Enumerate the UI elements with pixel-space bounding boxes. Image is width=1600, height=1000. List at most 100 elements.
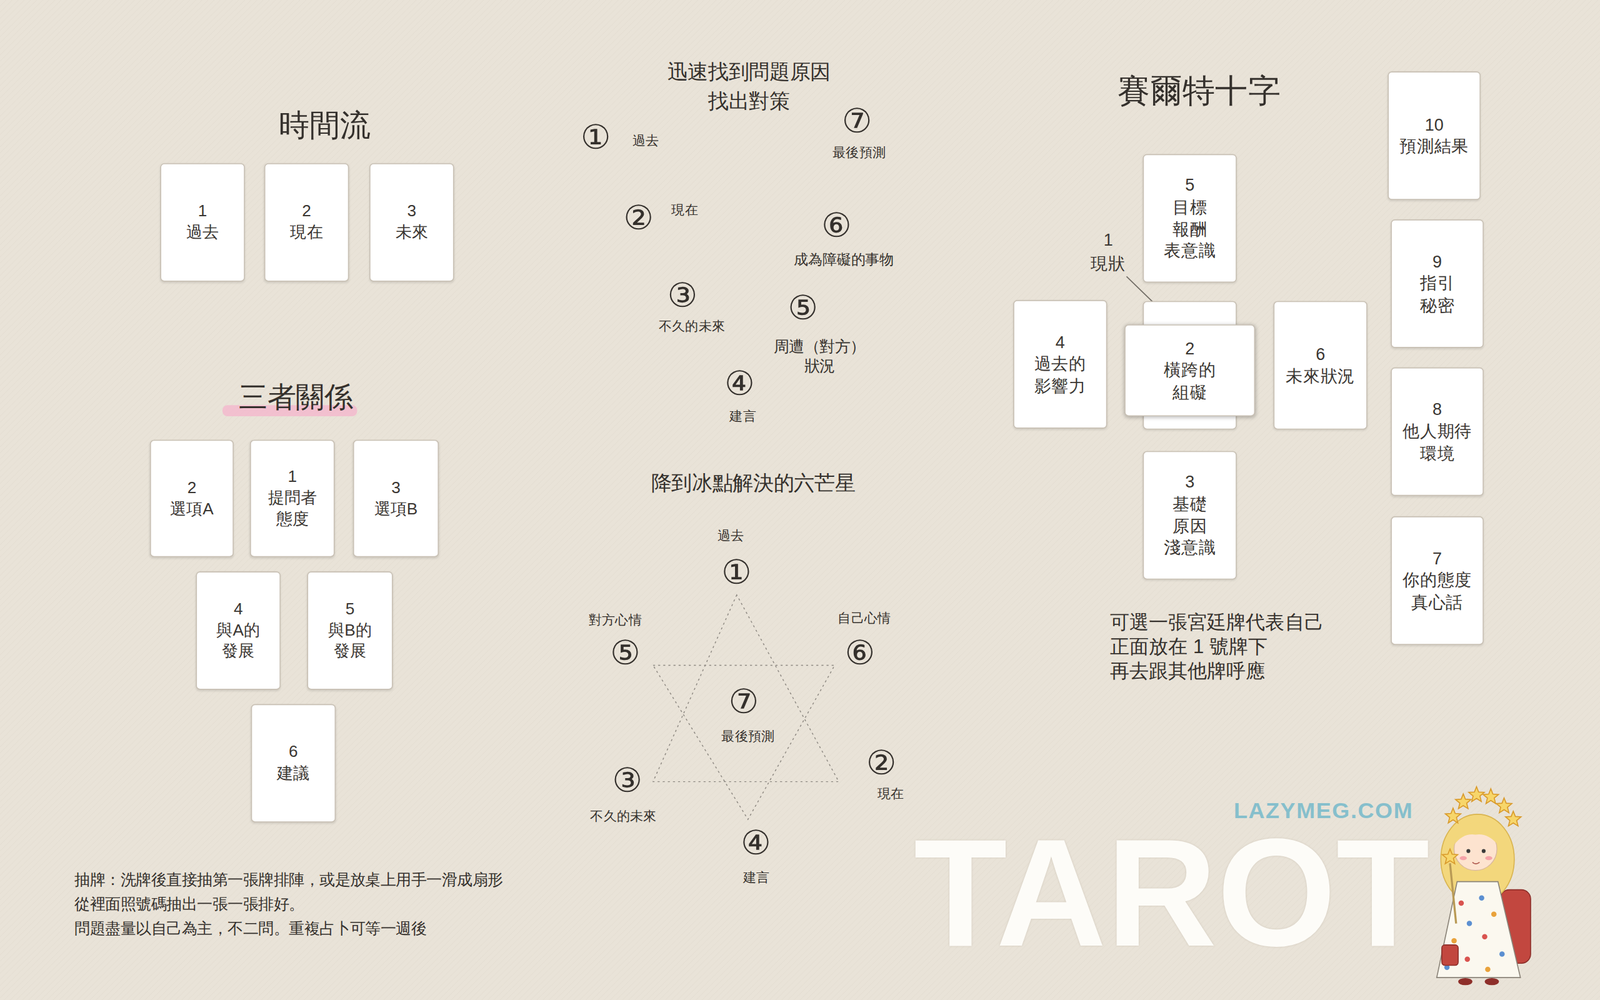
position-label: 自己心情	[837, 610, 891, 628]
decoration	[1445, 808, 1461, 824]
tarot-card: 2橫跨的 組礙	[1124, 324, 1255, 417]
hexagram-line	[653, 665, 835, 820]
card-meaning: 未來	[378, 222, 446, 244]
position-number: ⑥	[845, 631, 875, 675]
card-number: 1	[198, 201, 208, 223]
decoration	[1485, 966, 1490, 972]
decoration	[1458, 978, 1473, 985]
tarot-card: 9指引 秘密	[1390, 219, 1484, 349]
tarot-card: 2選項A	[150, 440, 234, 558]
tarot-card: 4過去的 影響力	[1013, 300, 1107, 429]
decoration	[1485, 856, 1492, 861]
card-number: 4	[233, 598, 244, 620]
tarot-card: 3選項B	[353, 440, 439, 558]
position-number: ⑦	[728, 680, 759, 724]
card-meaning: 預測結果	[1399, 135, 1470, 158]
card-meaning: 建議	[259, 763, 327, 785]
card-meaning: 現在	[272, 222, 340, 244]
decoration	[1436, 881, 1521, 978]
decoration	[1472, 862, 1480, 864]
card-number: 8	[1432, 398, 1442, 421]
card-meaning: 你的態度 真心話	[1402, 569, 1473, 614]
card-number: 2	[187, 477, 197, 499]
section-title: 時間流	[278, 104, 371, 145]
decoration	[1458, 900, 1464, 906]
decoration	[1454, 822, 1499, 845]
decoration	[1465, 956, 1470, 962]
position-number: ①	[580, 115, 611, 160]
tarot-card: 5目標 報酬 表意識	[1143, 154, 1237, 284]
card-number: 10	[1425, 113, 1444, 136]
position-label: 最後預測	[832, 144, 886, 162]
card-number: 5	[345, 598, 355, 620]
tarot-card: 7你的態度 真心話	[1390, 516, 1484, 645]
tarot-card: 6建議	[251, 704, 337, 823]
decoration	[1496, 798, 1512, 814]
position-label: 現在	[671, 201, 698, 219]
spread-heading: 迅速找到問題原因 找出對策	[664, 56, 834, 117]
card-number: 3	[407, 201, 417, 223]
position-label: 最後預測	[721, 728, 775, 746]
tarot-card: 3未來	[369, 163, 455, 282]
decoration	[1460, 856, 1467, 861]
decoration	[1491, 911, 1497, 917]
decoration	[1481, 934, 1487, 940]
position-number: ⑥	[821, 203, 852, 248]
card-meaning: 過去的 影響力	[1025, 353, 1095, 397]
note-text: 問題盡量以自己為主，不二問。重複占卜可等一週後	[74, 916, 510, 941]
card-meaning: 未來狀況	[1285, 365, 1356, 387]
card-meaning: 他人期待 環境	[1402, 420, 1473, 465]
decoration	[1450, 863, 1457, 924]
position-number: ⑤	[610, 631, 640, 675]
decoration	[1485, 978, 1500, 985]
decoration	[1481, 849, 1486, 854]
card-meaning: 提問者 態度	[258, 488, 327, 531]
tarot-card: 4與A的 發展	[195, 571, 281, 690]
note-text: 抽牌：洗牌後直接抽第一張牌排陣，或是放桌上用手一滑成扇形 從裡面照號碼抽出一張一…	[74, 867, 510, 917]
card-number: 3	[391, 477, 401, 499]
position-number: ③	[612, 758, 643, 803]
tarot-card: 2現在	[264, 163, 350, 282]
position-label: 不久的未來	[590, 807, 657, 825]
card-meaning: 現狀	[1090, 252, 1126, 275]
card-number: 7	[1432, 547, 1442, 570]
position-number: ②	[866, 741, 897, 785]
tarot-card: 6未來狀況	[1273, 301, 1368, 430]
position-label: 對方心情	[588, 611, 642, 630]
tarot-card: 1過去	[160, 163, 245, 282]
card-number: 1	[287, 466, 297, 489]
decoration	[1466, 920, 1472, 926]
hexagram-line	[653, 595, 839, 782]
position-label: 現在	[877, 785, 904, 803]
position-label: 建言	[729, 407, 756, 425]
tarot-card: 10預測結果	[1387, 71, 1481, 200]
position-number: ⑦	[841, 99, 872, 144]
watermark-text: TAROT	[913, 816, 1430, 970]
card-number: 5	[1185, 174, 1195, 197]
position-number: ③	[667, 273, 698, 318]
position-number: ④	[724, 361, 755, 406]
decoration	[1455, 793, 1472, 809]
decoration	[1441, 945, 1459, 966]
tarot-card: 8他人期待 環境	[1390, 367, 1484, 497]
decoration	[1505, 811, 1522, 827]
card-number: 4	[1055, 331, 1065, 354]
decoration	[1451, 938, 1457, 944]
position-label: 過去	[632, 131, 659, 150]
tarot-card: 3基礎 原因 淺意識	[1143, 451, 1237, 580]
spread-heading: 降到冰點解決的六芒星	[651, 469, 856, 496]
position-label: 成為障礙的事物	[793, 250, 894, 269]
tarot-card: 1提問者 態度	[250, 440, 335, 558]
card-number: 3	[1185, 471, 1195, 494]
decoration	[1499, 951, 1505, 957]
card-meaning: 目標 報酬 表意識	[1155, 196, 1225, 262]
card-meaning: 過去	[168, 222, 237, 244]
card-meaning: 與A的 發展	[204, 620, 272, 663]
mascot-illustration	[1436, 786, 1531, 986]
card-meaning: 選項A	[158, 498, 226, 520]
decoration	[1466, 849, 1470, 854]
section-title: 三者關係	[238, 379, 354, 417]
